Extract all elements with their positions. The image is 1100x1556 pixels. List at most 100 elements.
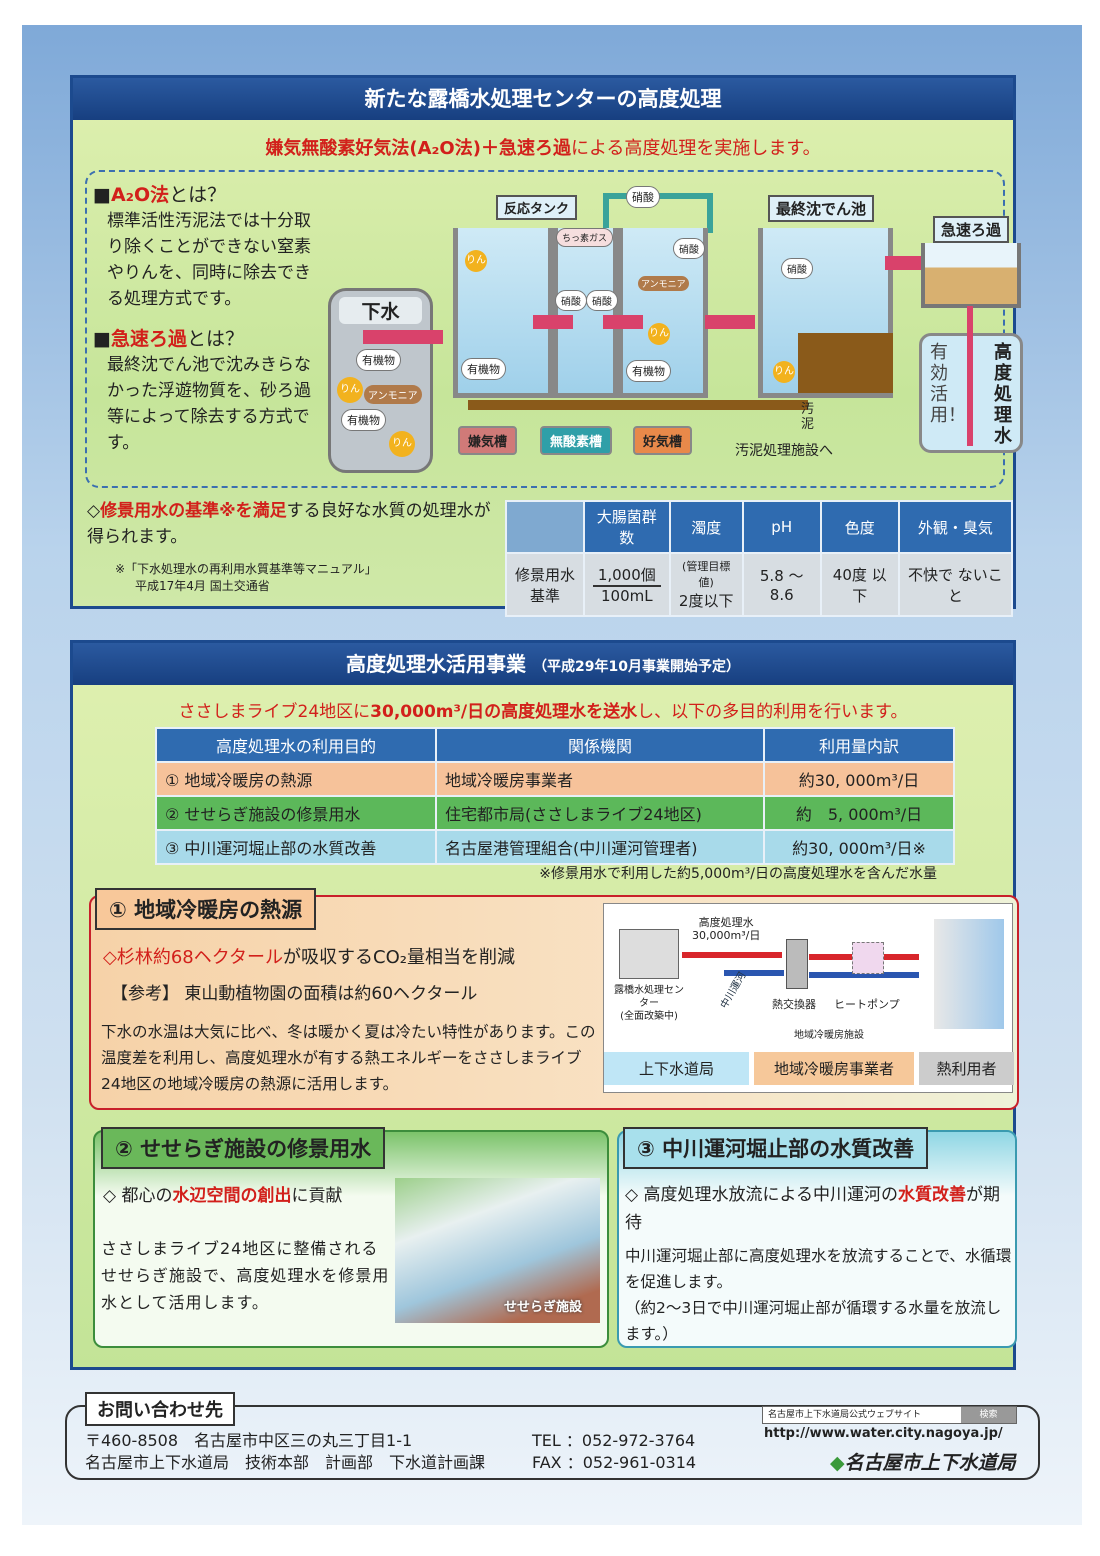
canal-point-2: が期待 — [625, 1185, 1000, 1233]
hot-pipe — [682, 952, 782, 958]
sludge-destination: 汚泥処理施設へ — [735, 443, 833, 459]
nitric-label: 硝酸 — [586, 290, 618, 311]
contact-box — [65, 1405, 1040, 1480]
standard-red: 修景用水の基準※を満足 — [100, 501, 287, 521]
cell: 約 5, 000m³/日 — [763, 795, 955, 831]
exchanger-label: 熱交換器 — [772, 998, 816, 1011]
nitric-label: 硝酸 — [555, 290, 587, 311]
flow-amount: 30,000m³/日 — [692, 929, 761, 942]
tel: TEL ：052-972-3764 — [532, 1431, 696, 1450]
table-note: ※修景用水で利用した約5,000m³/日の高度処理水を含んだ水量 — [539, 866, 937, 882]
rapid-filter-label: 急速ろ過 — [933, 216, 1010, 243]
col-header: 濁度 — [668, 500, 744, 554]
nitric-pipe-label: 硝酸 — [626, 186, 660, 208]
heat-pump-icon — [852, 942, 884, 974]
col-header: 高度処理水の利用目的 — [155, 727, 437, 763]
coliform-denominator: 100mL — [601, 587, 653, 605]
seseragi-title: ② せせらぎ施設の修景用水 — [101, 1127, 386, 1169]
heat-reference: 【参考】 東山動植物園の面積は約60ヘクタール — [111, 984, 478, 1004]
cell: ① 地域冷暖房の熱源 — [155, 761, 437, 797]
contact-address: 〒460-8508 名古屋市中区三の丸三丁目1-1 名古屋市上下水道局 技術本部 … — [85, 1430, 485, 1474]
plant-building-icon — [619, 929, 679, 979]
aerobic-tag: 好気槽 — [633, 426, 693, 455]
canal-body-2: （約2～3日で中川運河堀止部が循環する水量を放流します。） — [625, 1299, 1002, 1343]
cell: 名古屋港管理組合(中川運河管理者) — [435, 829, 765, 865]
seseragi-point-1: ◇ 都心の — [103, 1186, 173, 1206]
reaction-tank-label: 反応タンク — [496, 195, 578, 220]
ph-value: 5.8 ～8.6 — [741, 552, 822, 617]
row-label: 修景用水基準 — [505, 552, 585, 617]
usage-table: 高度処理水の利用目的関係機関利用量内訳 ① 地域冷暖房の熱源地域冷暖房事業者約3… — [155, 727, 955, 865]
color-value: 40度 以下 — [819, 552, 900, 617]
odor-value: 不快で ないこと — [897, 552, 1014, 617]
cell: 約30, 000m³/日※ — [763, 829, 955, 865]
cell: ③ 中川運河堀止部の水質改善 — [155, 829, 437, 865]
logo-mark-icon: ◆ — [830, 1452, 845, 1474]
seseragi-point: ◇ 都心の水辺空間の創出に貢献 — [103, 1181, 342, 1206]
treated-water-label: 高度処理水 — [994, 342, 1012, 447]
flow-arrow — [603, 315, 643, 329]
table-row: ② せせらぎ施設の修景用水住宅都市局(ささしまライブ24地区)約 5, 000m… — [155, 795, 955, 831]
user-arrow: 熱利用者 — [919, 1052, 1014, 1085]
search-box[interactable]: 名古屋市上下水道局公式ウェブサイト 検索 — [762, 1406, 1017, 1424]
section-title: 新たな露橋水処理センターの高度処理 — [73, 78, 1013, 120]
nitric-label: 硝酸 — [781, 258, 813, 279]
organic-cloud: 有機物 — [461, 358, 506, 380]
heat-body: 下水の水温は大気に比べ、冬は暖かく夏は冷たい特性があります。この温度差を利用し、… — [101, 1023, 596, 1093]
heat-exchanger-icon — [786, 939, 808, 989]
turbidity-note: (管理目標値) — [682, 560, 731, 589]
heat-pump-label: ヒートポンプ — [834, 998, 900, 1011]
ammonia-badge: アンモニア — [638, 276, 689, 291]
advanced-treatment-section: 新たな露橋水処理センターの高度処理 嫌気無酸素好気法(A₂O法)＋急速ろ過による… — [70, 75, 1023, 617]
lead-rest: による高度処理を実施します。 — [570, 138, 821, 159]
cold-pipe — [809, 972, 919, 978]
treated-water-box: 有効活用！ 高度処理水 — [919, 306, 1023, 453]
fax: FAX ：052-961-0314 — [532, 1453, 697, 1472]
rapid-body: 最終沈でん池で沈みきらなかった浮遊物質を、砂ろ過等によって除去する方式です。 — [107, 355, 311, 453]
col-header: 利用量内訳 — [763, 727, 955, 763]
website-url[interactable]: http://www.water.city.nagoya.jp/ — [764, 1426, 1003, 1441]
reuse-project-section: 高度処理水活用事業 （平成29年10月事業開始予定） ささしまライブ24地区に3… — [70, 640, 1019, 1370]
anoxic-tank — [553, 228, 618, 398]
department: 名古屋市上下水道局 技術本部 計画部 下水道計画課 — [85, 1453, 486, 1472]
lead-1: ささしまライブ24地区に — [178, 702, 371, 722]
nitrogen-gas-label: ちっ素ガス — [556, 228, 614, 247]
facility-label: 地域冷暖房施設 — [794, 1030, 864, 1041]
lead-text: 嫌気無酸素好気法(A₂O法)＋急速ろ過による高度処理を実施します。 — [73, 134, 1013, 160]
ammonia-badge: アンモニア — [364, 385, 422, 404]
phosphorus-ball: りん — [337, 377, 363, 403]
cold-pipe — [724, 970, 784, 976]
bureau-logo: ◆名古屋市上下水道局 — [830, 1448, 1016, 1475]
rapid-heading-rest: とは？ — [186, 328, 244, 350]
col-header: 色度 — [819, 500, 900, 554]
footnote-source: ※「下水処理水の再利用水質基準等マニュアル」 — [115, 562, 377, 576]
buildings-icon — [934, 919, 1004, 1029]
lead-2: し、以下の多目的利用を行います。 — [637, 702, 908, 722]
address: 〒460-8508 名古屋市中区三の丸三丁目1-1 — [85, 1431, 413, 1450]
standard-rest: する良好な水質の処理水が得られます。 — [87, 501, 491, 547]
a2o-heading: A₂O法 — [110, 184, 170, 206]
plant-note: (全面改築中) — [620, 1011, 678, 1022]
bureau-arrow: 上下水道局 — [604, 1052, 749, 1085]
footnote: ※「下水処理水の再利用水質基準等マニュアル」 平成17年4月 国土交通省 — [115, 561, 377, 595]
anaerobic-tag: 嫌気槽 — [458, 426, 518, 455]
canal-point-1: ◇ 高度処理水放流による中川運河の — [625, 1185, 898, 1205]
heat-point-red: ◇杉林約68ヘクタール — [103, 947, 284, 968]
turbidity-value: 2度以下 — [678, 592, 734, 610]
col-header: 関係機関 — [435, 727, 765, 763]
logo-text: 名古屋市上下水道局 — [844, 1452, 1016, 1474]
plant-name: 露橋水処理センター — [614, 985, 684, 1009]
seseragi-photo: せせらぎ施設 — [395, 1178, 600, 1323]
col-header: pH — [741, 500, 822, 554]
search-button[interactable]: 検索 — [961, 1407, 1016, 1423]
operator-arrow: 地域冷暖房事業者 — [754, 1052, 914, 1085]
a2o-heading-rest: とは？ — [169, 184, 227, 206]
flow-arrow — [363, 330, 443, 344]
phosphorus-ball: りん — [648, 323, 670, 345]
contact-title: お問い合わせ先 — [85, 1392, 235, 1426]
coliform-numerator: 1,000個 — [593, 564, 661, 587]
